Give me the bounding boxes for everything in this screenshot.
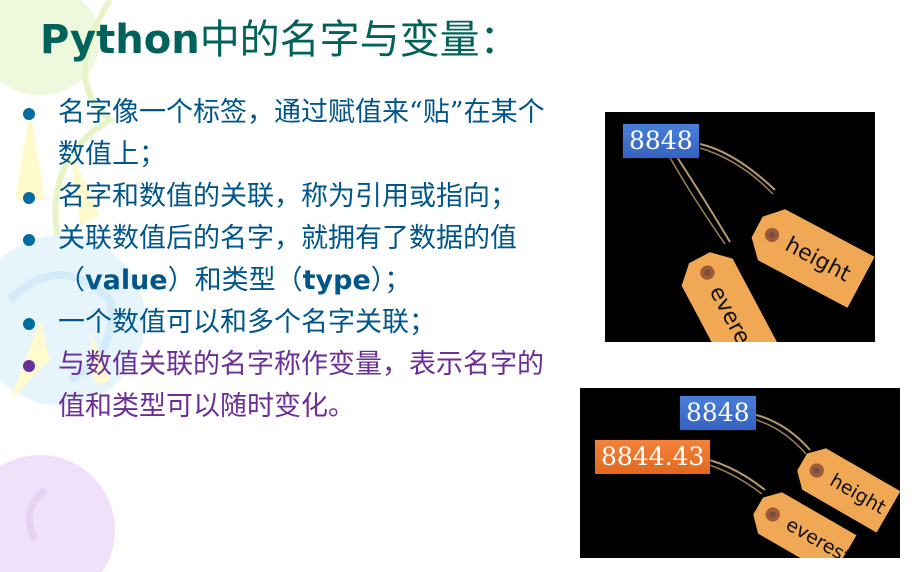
slide-title: Python中的名字与变量： [40, 12, 520, 68]
bullet-item-highlight: 与数值关联的名字称作变量，表示名字的值和类型可以随时变化。 [20, 344, 560, 428]
bullet-item: 名字像一个标签，通过赋值来“贴”在某个数值上； [20, 92, 560, 176]
bullet-item: 关联数值后的名字，就拥有了数据的值（value）和类型（type）； [20, 218, 560, 302]
value-box-8844-43: 8844.43 [595, 440, 711, 474]
bullet-text: 名字和数值的关联，称为引用或指向； [58, 181, 517, 212]
bullet-text: 与数值关联的名字称作变量，表示名字的值和类型可以随时变化。 [58, 349, 544, 422]
bullet-item: 一个数值可以和多个名字关联； [20, 302, 560, 344]
bullet-text: 关联数值后的名字，就拥有了数据的值（ [58, 223, 517, 296]
bullet-dot-icon [23, 318, 35, 330]
value-box-8848: 8848 [680, 396, 756, 430]
figure-reassigned-values: 8848 8844.43 height everest [580, 388, 900, 558]
bullet-text: 名字像一个标签，通过赋值来“贴”在某个数值上； [58, 97, 545, 170]
value-box-8848: 8848 [623, 124, 699, 158]
bullet-text: 一个数值可以和多个名字关联； [58, 307, 436, 338]
bullet-dot-icon [23, 108, 35, 120]
eyelet-icon [763, 226, 782, 245]
bullet-list: 名字像一个标签，通过赋值来“贴”在某个数值上； 名字和数值的关联，称为引用或指向… [20, 92, 560, 428]
bullet-dot-icon [23, 192, 35, 204]
title-latin: Python [40, 17, 200, 63]
bullet-text: ）； [370, 265, 412, 296]
bullet-text: ）和类型（ [167, 265, 303, 296]
bullet-item: 名字和数值的关联，称为引用或指向； [20, 176, 560, 218]
eyelet-icon [807, 461, 826, 480]
tag-strings [668, 143, 776, 245]
keyword-value: value [85, 265, 168, 296]
bullet-dot-icon [23, 360, 35, 372]
bullet-dot-icon [23, 234, 35, 246]
title-cn: 中的名字与变量： [199, 17, 520, 63]
eyelet-icon [763, 505, 782, 524]
eyelet-icon [698, 263, 717, 282]
keyword-type: type [302, 265, 371, 296]
figure-single-value: 8848 height everest [605, 112, 875, 342]
